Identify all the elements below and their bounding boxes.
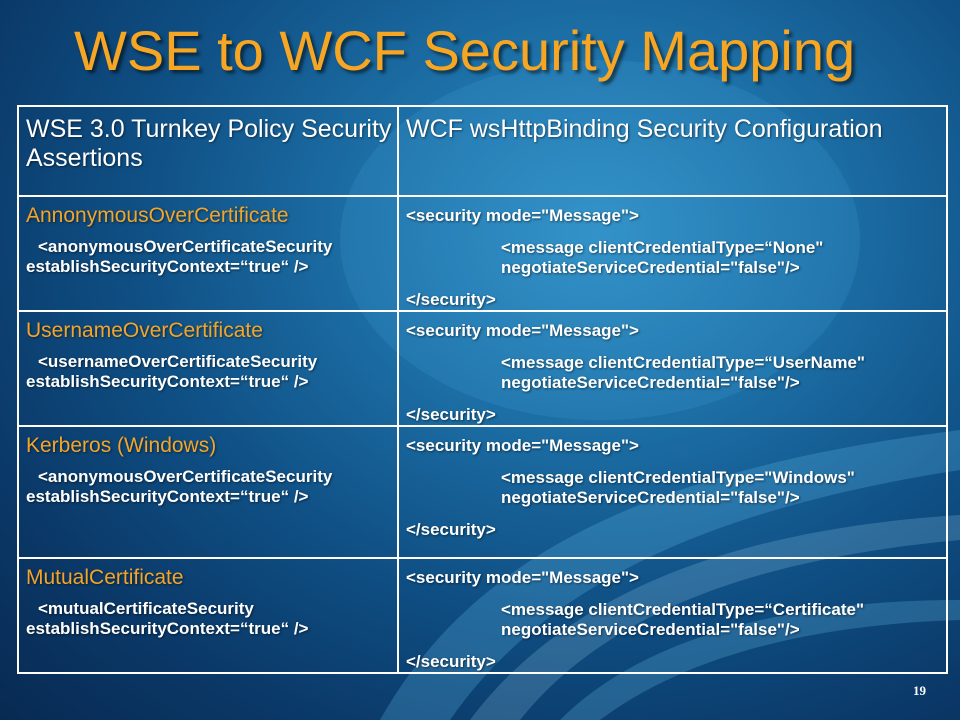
slide-title: WSE to WCF Security Mapping (74, 19, 856, 82)
wse-cell: MutualCertificate <mutualCertificateSecu… (17, 557, 399, 674)
security-close-tag: </security> (406, 520, 496, 539)
table-header-row: WSE 3.0 Turnkey Policy Security Assertio… (17, 105, 948, 197)
assertion-element: <mutualCertificateSecurity establishSecu… (26, 599, 397, 639)
table-row: UsernameOverCertificate <usernameOverCer… (17, 310, 948, 427)
assertion-name: AnnonymousOverCertificate (26, 204, 289, 227)
security-close-tag: </security> (406, 652, 496, 671)
assertion-line: <usernameOverCertificateSecurity (38, 352, 318, 371)
security-open-tag: <security mode="Message"> (406, 321, 639, 340)
message-line: negotiateServiceCredential="false"/> (501, 620, 800, 639)
security-open-tag: <security mode="Message"> (406, 436, 639, 455)
wse-cell: Kerberos (Windows) <anonymousOverCertifi… (17, 425, 399, 559)
message-line: <message clientCredentialType="Windows" (501, 468, 855, 487)
message-line: <message clientCredentialType=“UserName" (501, 353, 865, 372)
assertion-name: MutualCertificate (26, 566, 184, 589)
assertion-line: establishSecurityContext=“true“ /> (26, 257, 309, 276)
message-line: <message clientCredentialType=“Certifica… (501, 600, 865, 619)
page-number: 19 (913, 683, 926, 698)
table-row: Kerberos (Windows) <anonymousOverCertifi… (17, 425, 948, 559)
assertion-line: <anonymousOverCertificateSecurity (38, 467, 333, 486)
assertion-line: <anonymousOverCertificateSecurity (38, 237, 333, 256)
security-open-tag: <security mode="Message"> (406, 568, 639, 587)
wse-cell: UsernameOverCertificate <usernameOverCer… (17, 310, 399, 427)
assertion-line: establishSecurityContext=“true“ /> (26, 372, 309, 391)
message-line: negotiateServiceCredential="false"/> (501, 488, 800, 507)
message-line: negotiateServiceCredential="false"/> (501, 373, 800, 392)
header-wse-assertions: WSE 3.0 Turnkey Policy Security Assertio… (17, 105, 399, 197)
assertion-element: <anonymousOverCertificateSecurity establ… (26, 237, 397, 277)
wcf-cell: <security mode="Message"> <message clien… (397, 195, 948, 312)
table-row: MutualCertificate <mutualCertificateSecu… (17, 557, 948, 674)
security-close-tag: </security> (406, 290, 496, 309)
security-mapping-table: WSE 3.0 Turnkey Policy Security Assertio… (17, 105, 948, 674)
wse-cell: AnnonymousOverCertificate <anonymousOver… (17, 195, 399, 312)
header-wcf-configuration: WCF wsHttpBinding Security Configuration (397, 105, 948, 197)
security-close-tag: </security> (406, 405, 496, 424)
assertion-line: establishSecurityContext=“true“ /> (26, 619, 309, 638)
wcf-cell: <security mode="Message"> <message clien… (397, 557, 948, 674)
message-element: <message clientCredentialType=“None" neg… (406, 238, 946, 278)
assertion-line: establishSecurityContext=“true“ /> (26, 487, 309, 506)
assertion-name: Kerberos (Windows) (26, 434, 217, 457)
wcf-cell: <security mode="Message"> <message clien… (397, 425, 948, 559)
message-line: <message clientCredentialType=“None" (501, 238, 824, 257)
wcf-cell: <security mode="Message"> <message clien… (397, 310, 948, 427)
message-element: <message clientCredentialType="Windows" … (406, 468, 946, 508)
table-row: AnnonymousOverCertificate <anonymousOver… (17, 195, 948, 312)
message-line: negotiateServiceCredential="false"/> (501, 258, 800, 277)
assertion-element: <anonymousOverCertificateSecurity establ… (26, 467, 397, 507)
security-open-tag: <security mode="Message"> (406, 206, 639, 225)
assertion-name: UsernameOverCertificate (26, 319, 263, 342)
assertion-line: <mutualCertificateSecurity (38, 599, 254, 618)
assertion-element: <usernameOverCertificateSecurity establi… (26, 352, 397, 392)
message-element: <message clientCredentialType=“Certifica… (406, 600, 946, 640)
message-element: <message clientCredentialType=“UserName"… (406, 353, 946, 393)
